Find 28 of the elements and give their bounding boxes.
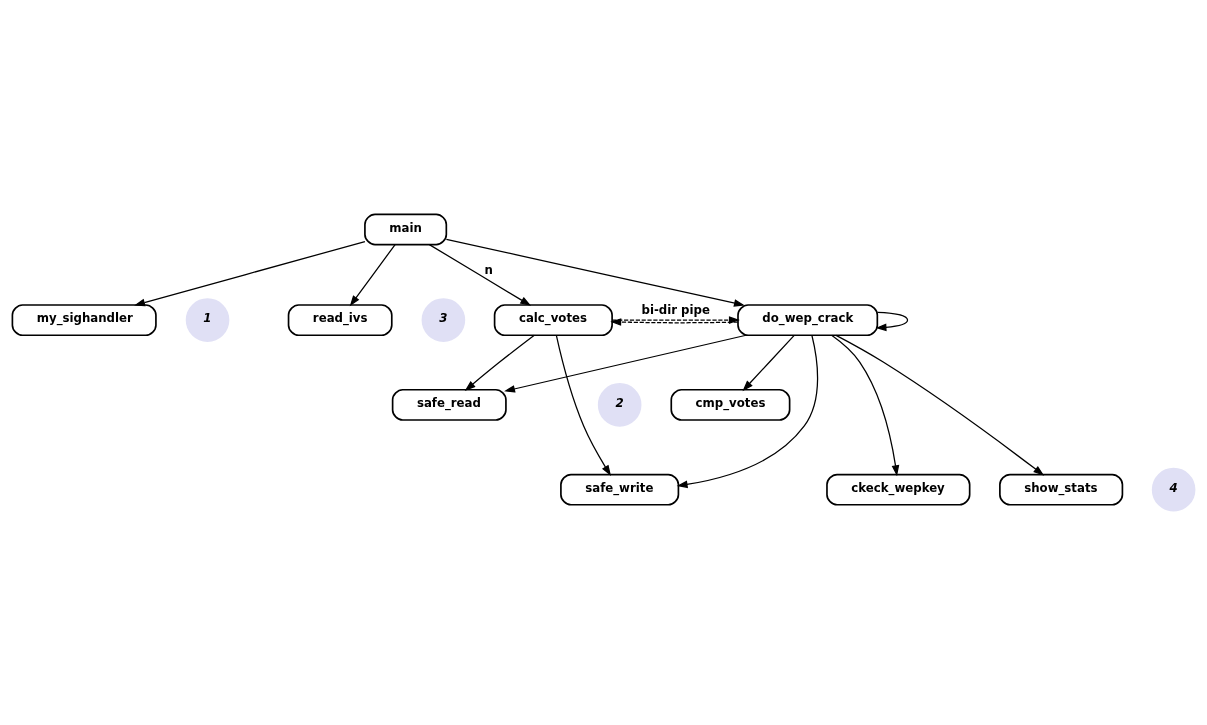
node-box: do_wep_crack	[737, 304, 879, 337]
node-box: read_ivs	[287, 304, 393, 337]
node-circle: 1	[185, 298, 230, 342]
node-circle: 2	[597, 383, 642, 427]
edge-label: n	[484, 263, 493, 278]
edge-label: bi-dir pipe	[641, 302, 710, 317]
arrow	[428, 243, 532, 306]
arrow	[831, 334, 900, 477]
node-box: calc_votes	[493, 304, 613, 337]
node-box: safe_read	[391, 388, 507, 421]
arrow	[875, 311, 909, 332]
node-box: safe_write	[560, 473, 680, 506]
arrow	[835, 334, 1045, 476]
arrow	[349, 243, 396, 307]
arrow	[504, 334, 747, 393]
node-box: main	[364, 213, 448, 246]
node-box: cmp_votes	[670, 388, 791, 421]
arrow	[742, 334, 795, 392]
arrow	[445, 238, 745, 307]
arrow	[555, 334, 611, 476]
arrow	[464, 334, 535, 391]
node-circle: 4	[1151, 467, 1196, 512]
arrow	[134, 240, 366, 307]
arrow	[676, 334, 819, 489]
node-box: my_sighandler	[11, 304, 157, 337]
node-circle: 3	[421, 298, 466, 342]
node-box: show_stats	[999, 473, 1124, 506]
node-box: ckeck_wepkey	[826, 473, 971, 506]
